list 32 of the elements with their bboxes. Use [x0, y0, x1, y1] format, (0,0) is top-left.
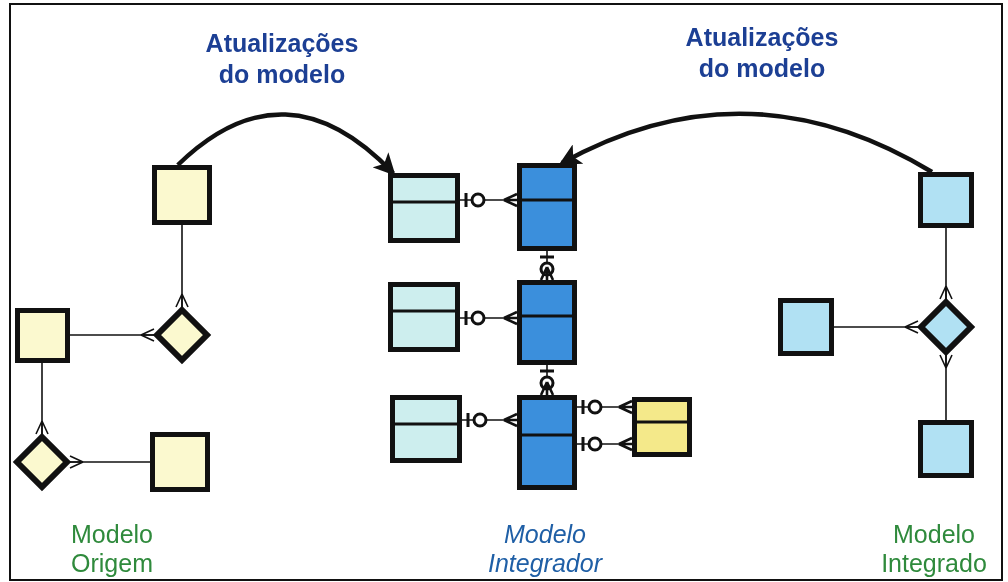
entity-box: [632, 397, 692, 457]
relationship-line: [69, 455, 151, 469]
entity-box: [517, 163, 577, 251]
curved-arrow: [176, 112, 396, 176]
relationship-line: [939, 354, 953, 421]
entity-square: [150, 432, 210, 492]
relationship-line: [459, 309, 519, 327]
entity-square: [15, 308, 70, 363]
entity-box: [390, 395, 462, 463]
relationship-line: [939, 227, 953, 300]
entity-square: [778, 298, 834, 356]
relationship-diamond: [14, 434, 70, 490]
relationship-line: [833, 320, 919, 334]
relationship-line: [576, 398, 634, 416]
relationship-line: [576, 435, 634, 453]
entity-square: [918, 420, 974, 478]
curved-arrow: [558, 111, 934, 174]
relationship-line: [538, 364, 556, 397]
relationship-diamond: [154, 307, 210, 363]
relationship-line: [175, 224, 189, 308]
relationship-line: [69, 328, 155, 342]
relationship-diamond: [918, 299, 974, 355]
entity-square: [918, 172, 974, 228]
entity-square: [152, 165, 212, 225]
relationship-line: [459, 191, 519, 209]
relationship-line: [461, 411, 519, 429]
entity-box: [388, 173, 460, 243]
relationship-line: [538, 250, 556, 282]
entity-box: [517, 280, 577, 365]
entity-box: [388, 282, 460, 352]
entity-box: [517, 395, 577, 490]
relationship-line: [35, 362, 49, 435]
